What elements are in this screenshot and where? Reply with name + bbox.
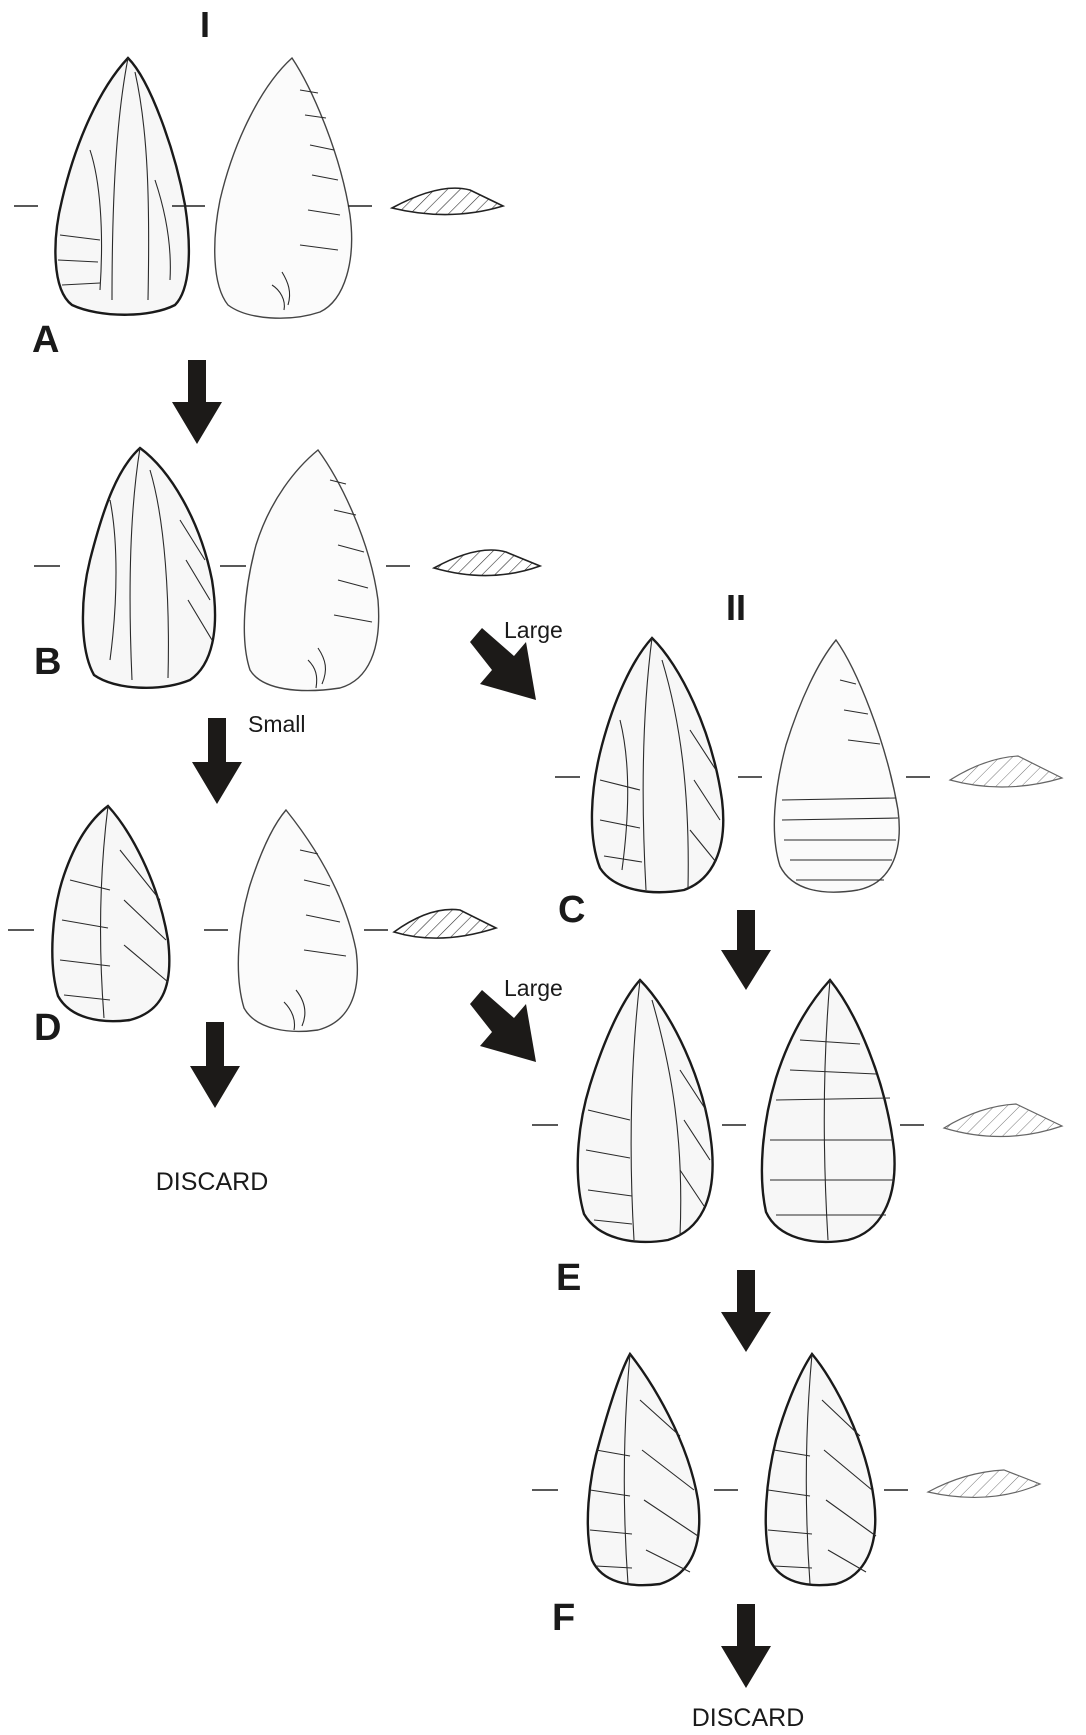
- stage-d-face-ventral: [238, 810, 357, 1031]
- arrow-a-to-b: [172, 360, 222, 444]
- stage-f-label: F: [552, 1597, 575, 1639]
- stage-d-artifact: [8, 806, 496, 1031]
- route-label-b-to-c: Large: [504, 617, 563, 643]
- stage-b-artifact: [34, 448, 540, 691]
- stage-f-artifact: [532, 1354, 1040, 1585]
- stage-b-face-dorsal: [83, 448, 215, 688]
- phase-2-heading: II: [726, 587, 746, 628]
- arrow-d-to-discard: [190, 1022, 240, 1108]
- stage-c-face-ventral: [774, 640, 899, 892]
- stage-b-cross-section: [434, 550, 540, 576]
- route-label-d-to-e: Large: [504, 975, 563, 1001]
- stage-e-cross-section: [944, 1104, 1062, 1137]
- stage-e-face-ventral: [762, 980, 895, 1242]
- stage-f-face-ventral: [766, 1354, 876, 1585]
- arrow-c-to-e: [721, 910, 771, 990]
- stage-a-label: A: [32, 319, 59, 361]
- discard-label-d: DISCARD: [156, 1168, 269, 1196]
- arrow-e-to-f: [721, 1270, 771, 1352]
- arrow-f-to-discard: [721, 1604, 771, 1688]
- stage-a-face-ventral: [215, 58, 352, 318]
- stage-a-artifact: [14, 58, 503, 318]
- stage-c-label: C: [558, 889, 585, 931]
- stage-d-label: D: [34, 1007, 61, 1049]
- stage-e-face-dorsal: [578, 980, 713, 1242]
- stage-d-face-dorsal: [52, 806, 169, 1021]
- route-label-b-to-d: Small: [248, 711, 306, 737]
- discard-label-f: DISCARD: [692, 1704, 805, 1732]
- stage-b-label: B: [34, 641, 61, 683]
- stage-d-cross-section: [394, 909, 496, 938]
- stage-c-cross-section: [950, 756, 1062, 787]
- stage-e-label: E: [556, 1257, 581, 1299]
- phase-1-heading: I: [200, 4, 210, 45]
- stage-c-artifact: [555, 638, 1062, 892]
- stage-b-face-ventral: [244, 450, 378, 691]
- stage-a-cross-section: [392, 188, 503, 214]
- stage-f-face-dorsal: [588, 1354, 699, 1585]
- stage-f-cross-section: [928, 1470, 1040, 1497]
- stage-c-face-dorsal: [592, 638, 723, 892]
- stage-e-artifact: [532, 980, 1062, 1242]
- arrow-b-to-d: [192, 718, 242, 804]
